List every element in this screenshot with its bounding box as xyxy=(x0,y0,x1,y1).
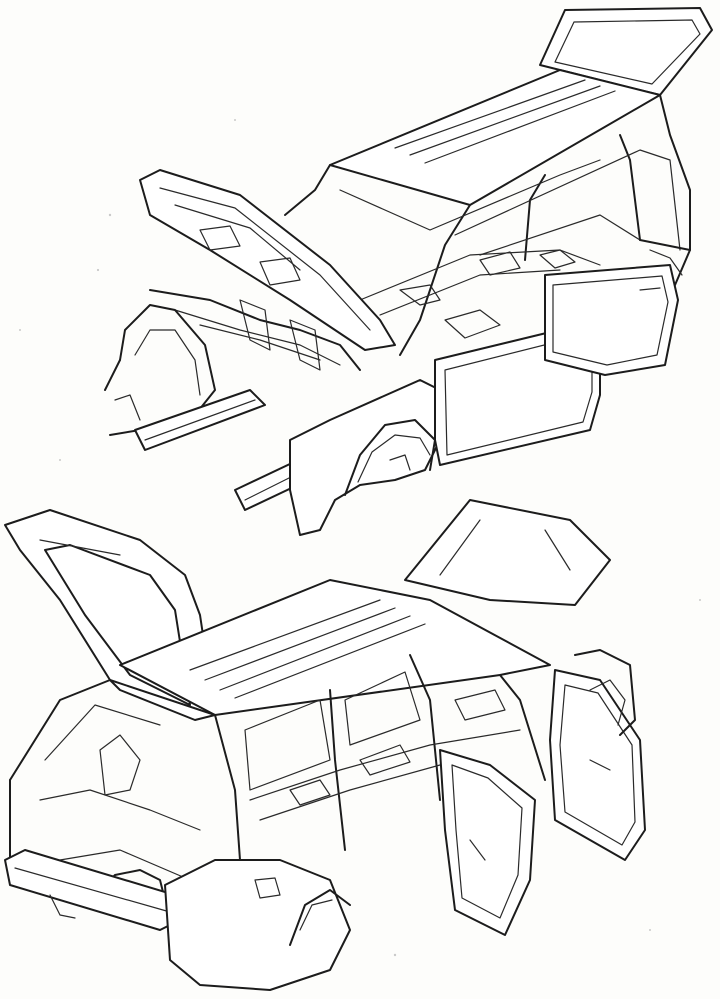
front-right-wing xyxy=(289,379,441,536)
open-bonnet-rear-view xyxy=(404,499,611,606)
engine-bay-structure xyxy=(149,289,361,371)
floor-pan-top xyxy=(359,249,601,339)
open-rear-door-top xyxy=(544,264,679,376)
body-side-rear-view xyxy=(214,654,546,861)
body-side-top xyxy=(284,94,691,356)
open-rear-door-rear-view xyxy=(439,749,536,936)
rear-wheel-arch-top xyxy=(639,239,691,276)
rear-panel xyxy=(4,849,181,931)
roof-panel-top xyxy=(329,69,661,206)
floor-pan-rear-view xyxy=(249,689,521,821)
open-front-door-rear-view xyxy=(549,669,646,861)
rear-quarter-panel xyxy=(164,859,351,991)
front-wheel-arch-rear-view xyxy=(574,649,636,736)
paper-texture xyxy=(19,119,701,957)
open-bonnet xyxy=(139,169,396,351)
front-view-car-body xyxy=(104,7,713,536)
rear-view-car-body xyxy=(4,499,646,991)
